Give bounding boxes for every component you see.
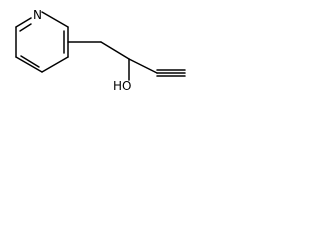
hydroxyl-label: HO <box>113 79 131 93</box>
bond-c6-n <box>15 17 32 28</box>
bond-c6-n-double <box>19 23 32 32</box>
molecule-structure-diagram: N HO <box>15 8 186 93</box>
nitrogen-label: N <box>33 8 42 22</box>
bond-c4-c5-double <box>20 55 40 68</box>
pyridine-ring <box>15 11 69 73</box>
bond-c3-c4 <box>41 56 69 73</box>
bond-choh-alkyne <box>128 58 158 74</box>
side-chain <box>67 41 186 81</box>
bond-n-c2 <box>41 11 69 28</box>
bond-c4-c5 <box>15 56 43 73</box>
bond-ch2-choh <box>100 41 130 60</box>
molecule-canvas: N HO <box>0 0 226 121</box>
